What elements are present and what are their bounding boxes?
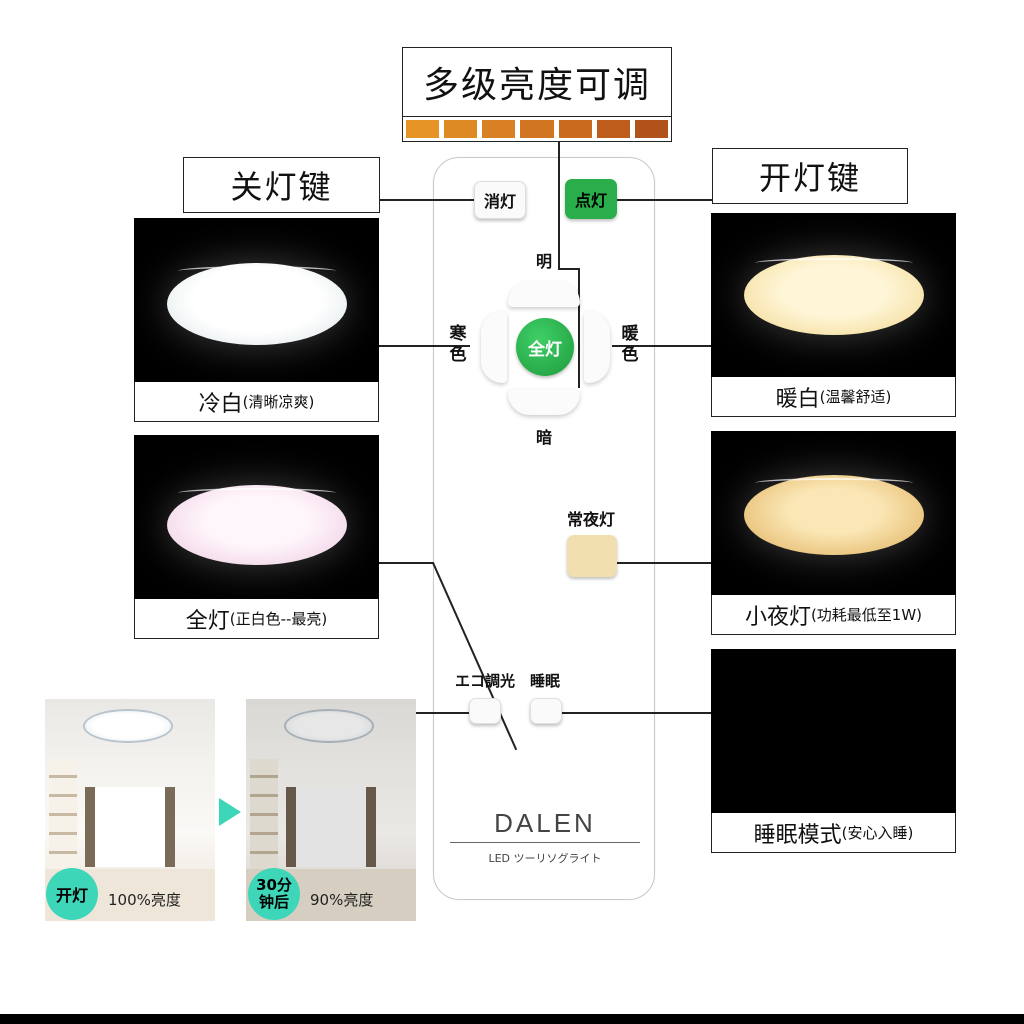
cold-white-title: 冷白 (198, 391, 243, 417)
connector-full-h (378, 562, 434, 564)
night-light-note: (功耗最低至1W) (810, 606, 923, 624)
full-light-title: 全灯 (185, 608, 230, 634)
cold-color-label: 寒色 (449, 324, 467, 365)
connector-on (617, 199, 712, 201)
brightness-title-box: 多级亮度可调 (402, 47, 672, 117)
full-light-lamp (167, 485, 347, 565)
eco-dim-button[interactable] (469, 698, 501, 724)
cold-white-photo (134, 218, 379, 382)
off-button-label: 消灯 (483, 192, 516, 211)
brand-subtitle: LED ツーリソグライト (488, 852, 602, 865)
night-light-lamp (744, 475, 924, 555)
arrow-icon (219, 798, 241, 826)
sleep-mode-photo (711, 649, 956, 813)
eco-before-level: 100%亮度 (108, 891, 181, 909)
connector-off (380, 199, 474, 201)
on-button-label: 点灯 (574, 191, 607, 210)
swatch-4 (520, 120, 554, 138)
sleep-label: 睡眠 (529, 672, 560, 690)
night-light-label: 常夜灯 (566, 510, 615, 529)
off-key-label-box: 关灯键 (183, 157, 380, 213)
dpad-down[interactable] (508, 389, 580, 415)
off-key-label: 关灯键 (230, 168, 333, 206)
eco-after-badge: 30分钟后 (248, 868, 300, 920)
swatch-3 (482, 120, 516, 138)
swatch-1 (406, 120, 440, 138)
brightness-title: 多级亮度可调 (422, 65, 651, 106)
bottom-border (0, 1014, 1024, 1024)
full-light-button-label: 全灯 (528, 339, 562, 360)
sleep-mode-note: (安心入睡) (841, 824, 914, 842)
dpad-left[interactable] (481, 311, 507, 383)
full-light-button[interactable]: 全灯 (516, 318, 574, 376)
cold-white-caption: 冷白(清晰凉爽) (134, 382, 379, 422)
eco-dim-label: エコ調光 (454, 672, 515, 690)
night-light-caption: 小夜灯(功耗最低至1W) (711, 595, 956, 635)
room-window-after (286, 787, 376, 867)
warm-white-photo (711, 213, 956, 377)
connector-title-v2 (578, 268, 580, 388)
brand-logo: DALEN (494, 808, 596, 838)
sleep-mode-title: 睡眠模式 (753, 822, 842, 848)
sleep-mode-caption: 睡眠模式(安心入睡) (711, 813, 956, 853)
warm-color-label: 暖色 (621, 324, 639, 365)
connector-sleep (562, 712, 711, 714)
room-ceiling-lamp-before (83, 709, 173, 743)
on-key-label-box: 开灯键 (712, 148, 908, 204)
room-ceiling-lamp-after (284, 709, 374, 743)
brightness-swatch-bar (402, 117, 672, 142)
on-button[interactable]: 点灯 (565, 179, 617, 219)
night-light-photo (711, 431, 956, 595)
connector-title-h (558, 268, 580, 270)
full-light-caption: 全灯(正白色--最亮) (134, 599, 379, 639)
room-shelf-before (49, 759, 77, 869)
bright-label: 明 (535, 252, 552, 271)
connector-title (558, 142, 560, 270)
on-key-label: 开灯键 (758, 159, 861, 197)
dpad-right[interactable] (584, 311, 610, 383)
warm-white-caption: 暖白(温馨舒适) (711, 377, 956, 417)
dark-label: 暗 (535, 428, 552, 447)
night-light-button[interactable] (567, 535, 617, 577)
sleep-button[interactable] (530, 698, 562, 724)
cold-white-lamp (167, 263, 347, 345)
swatch-5 (558, 120, 592, 138)
warm-white-title: 暖白 (775, 386, 820, 412)
off-button[interactable]: 消灯 (474, 181, 526, 219)
cold-white-note: (清晰凉爽) (242, 393, 315, 411)
swatch-7 (634, 120, 668, 138)
eco-after-level: 90%亮度 (310, 891, 374, 909)
connector-cold (378, 345, 470, 347)
eco-before-badge: 开灯 (46, 868, 98, 920)
night-light-title: 小夜灯 (744, 604, 811, 630)
brand-divider (450, 842, 640, 843)
full-light-note: (正白色--最亮) (229, 610, 328, 628)
connector-warm (612, 345, 711, 347)
dpad-up[interactable] (508, 281, 580, 307)
room-window-before (85, 787, 175, 867)
connector-night (617, 562, 711, 564)
room-shelf-after (250, 759, 278, 869)
swatch-6 (596, 120, 630, 138)
warm-white-note: (温馨舒适) (819, 388, 892, 406)
room-photo-before (45, 699, 215, 921)
swatch-2 (444, 120, 478, 138)
connector-eco (416, 712, 469, 714)
remote-control (433, 157, 655, 900)
warm-white-lamp (744, 255, 924, 335)
full-light-photo (134, 435, 379, 599)
